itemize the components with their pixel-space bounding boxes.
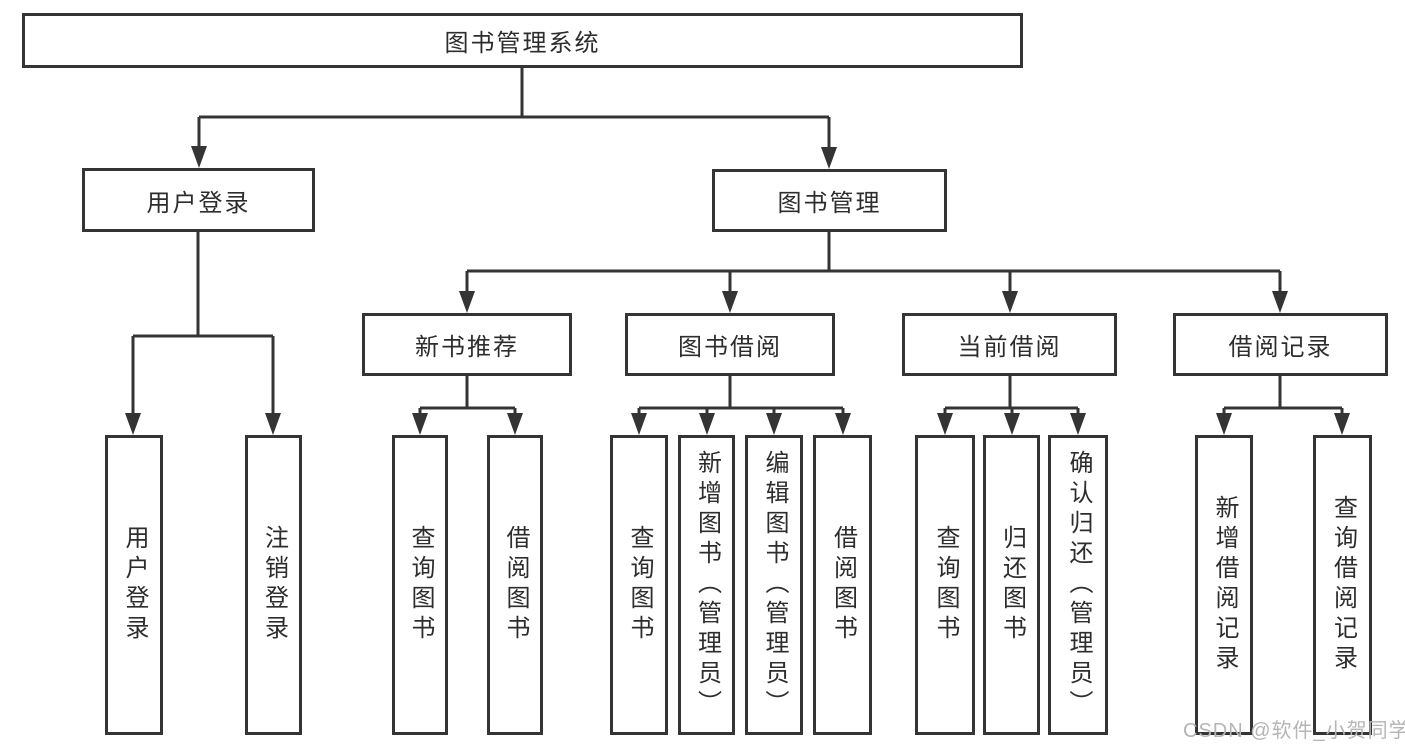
connector-new-book-to-leaves [412,376,523,435]
leaf-query-books-3: 查询图书 [915,435,975,735]
leaf-confirm-return-admin: 确认归还（管理员） [1048,435,1108,735]
leaf-query-borrow-record: 查询借阅记录 [1313,435,1372,735]
leaf-add-book-admin: 新增图书（管理员） [678,435,735,735]
node-new-book-recommend: 新书推荐 [362,313,572,376]
connector-user-login-to-leaves [125,232,281,435]
leaf-return-book: 归还图书 [983,435,1040,735]
connector-current-borrow-to-leaves [937,376,1086,435]
connector-root-to-level2 [191,68,837,169]
node-borrow-records: 借阅记录 [1173,313,1388,376]
node-library-system: 图书管理系统 [22,13,1023,68]
connector-book-management-to-level3 [459,232,1288,313]
leaf-query-books-1: 查询图书 [392,435,448,735]
leaf-logout: 注销登录 [245,435,302,735]
leaf-add-borrow-record: 新增借阅记录 [1195,435,1253,735]
leaf-borrow-books-2: 借阅图书 [813,435,872,735]
node-user-login: 用户登录 [82,168,315,232]
node-book-management: 图书管理 [712,169,947,232]
csdn-watermark: CSDN @软件_小贺同学 [1183,720,1405,742]
node-current-borrow: 当前借阅 [902,313,1117,376]
leaf-edit-book-admin: 编辑图书（管理员） [745,435,803,735]
connector-borrow-records-to-leaves [1216,376,1350,435]
connector-book-borrow-to-leaves [631,376,851,435]
leaf-query-books-2: 查询图书 [610,435,668,735]
leaf-user-login: 用户登录 [105,435,163,735]
node-book-borrow: 图书借阅 [625,313,835,376]
leaf-borrow-books-1: 借阅图书 [487,435,543,735]
